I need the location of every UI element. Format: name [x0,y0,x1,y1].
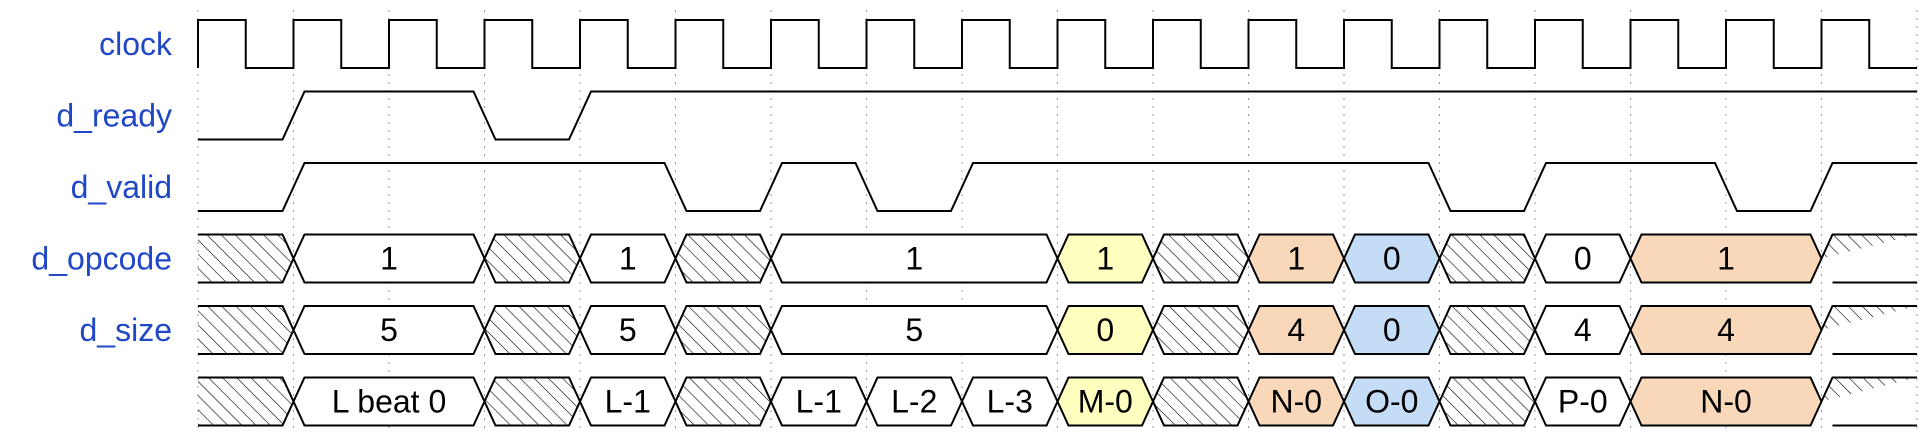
d-opcode-bus: 1 1 1 1 1 0 0 1 [198,233,1917,284]
bus-cell-value: 1 [619,241,637,277]
cycle-gridlines [197,10,1918,432]
bus-cell-value: 1 [1096,241,1114,277]
bus-cell-value: L-1 [605,384,651,420]
d-size-bus: 5 5 5 0 4 0 4 4 [198,305,1917,355]
clock-waveform [197,19,1917,69]
bus-cell-value: 1 [1287,241,1305,277]
bus-cell-undefined [483,305,582,355]
signal-label-d-opcode: d_opcode [31,241,172,277]
bus-cell-value: L beat 0 [332,384,446,420]
bus-cell-undefined [1151,305,1250,355]
bus-cell-value: 5 [380,312,398,348]
signal-labels: clock d_ready d_valid d_opcode d_size [31,26,173,348]
bus-cell-value: 4 [1574,312,1592,348]
bus-cell-value: 0 [1096,312,1114,348]
signal-label-d-ready: d_ready [56,98,172,134]
bus-cell-undefined [1820,233,1917,284]
d-ready-waveform [198,90,1917,141]
bus-cell-value: N-0 [1270,384,1322,420]
bus-cell-undefined [483,376,582,427]
bus-cell-undefined [1820,305,1917,355]
bus-cell-value: M-0 [1078,384,1133,420]
bus-cell-value: L-3 [987,384,1033,420]
bus-cell-undefined [1438,233,1537,284]
bus-cell-undefined [1438,305,1537,355]
bus-cell-value: 5 [905,312,923,348]
bus-cell-value: L-2 [891,384,937,420]
bus-cell-value: N-0 [1700,384,1752,420]
bus-cell-value: 4 [1287,312,1305,348]
bus-cell-value: 5 [619,312,637,348]
signal-label-d-valid: d_valid [71,169,172,205]
bus-cell-value: 1 [1717,241,1735,277]
beat-bus: L beat 0 L-1 L-1 L-2 L-3 M-0 N-0 O-0 P-0 N-0 [198,376,1917,427]
d-valid-waveform [198,162,1917,212]
bus-cell-value: L-1 [796,384,842,420]
bus-cell-undefined [198,305,295,355]
bus-cell-value: 0 [1383,312,1401,348]
bus-cell-value: 1 [380,241,398,277]
bus-cell-value: O-0 [1365,384,1418,420]
bus-cell-undefined [674,376,773,427]
bus-cell-undefined [674,305,773,355]
bus-cell-undefined [674,233,773,284]
bus-cell-undefined [483,233,582,284]
bus-cell-undefined [1151,376,1250,427]
bus-cell-value: 1 [905,241,923,277]
bus-cell-undefined [1438,376,1537,427]
bus-cell-undefined [1151,233,1250,284]
bus-cell-value: 0 [1574,241,1592,277]
bus-cell-undefined [1820,376,1917,427]
signal-label-clock: clock [99,26,173,62]
bus-cell-value: P-0 [1558,384,1608,420]
bus-cell-undefined [198,233,295,284]
bus-cell-value: 0 [1383,241,1401,277]
bus-cell-value: 4 [1717,312,1735,348]
bus-cell-undefined [198,376,295,427]
signal-traces: 1 1 1 1 1 0 0 1 5 5 5 0 4 0 4 4 L beat 0 L-1 L-1 L-2 L-3 M-0 N… [197,19,1917,427]
signal-label-d-size: d_size [80,312,173,348]
